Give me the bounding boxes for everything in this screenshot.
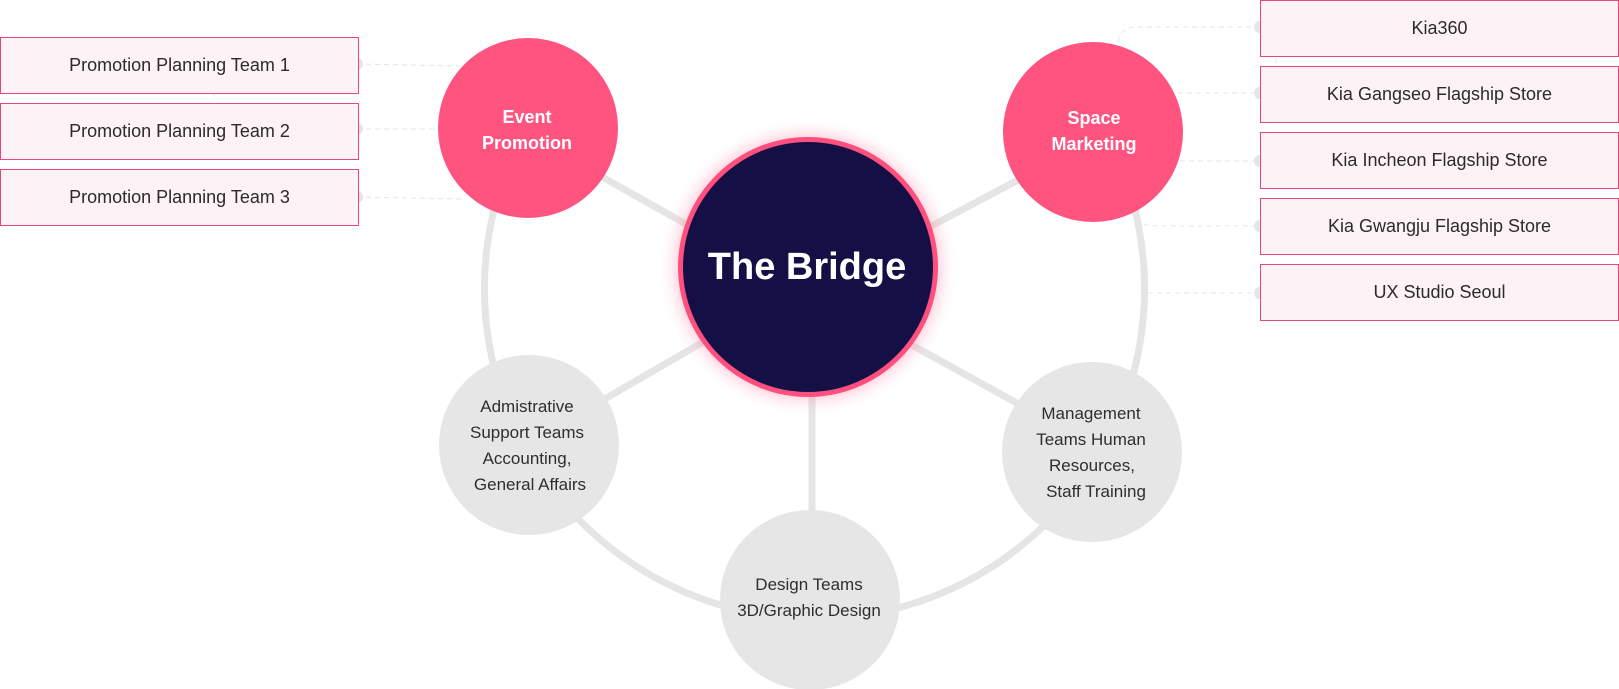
administrative-label: Admistrative Support Teams Accounting, G… — [470, 397, 586, 494]
svg-text:Teams Human: Teams Human — [1036, 430, 1146, 449]
svg-text:Management: Management — [1041, 404, 1141, 423]
label-promotion-planning-team-3: Promotion Planning Team 3 — [0, 169, 359, 226]
spoke-management — [906, 340, 1019, 406]
node-space-marketing — [1003, 42, 1183, 222]
label-promotion-planning-team-2: Promotion Planning Team 2 — [0, 103, 359, 160]
spoke-space-marketing — [916, 174, 1026, 236]
center-node-inner — [683, 142, 933, 392]
right-connectors — [1117, 26, 1277, 294]
design-label: Design Teams 3D/Graphic Design — [737, 575, 881, 620]
svg-text:Resources,: Resources, — [1049, 456, 1135, 475]
center-title: The Bridge — [708, 246, 906, 288]
svg-text:General Affairs: General Affairs — [474, 475, 586, 494]
svg-text:Space: Space — [1067, 108, 1120, 128]
label-kia-gwangju: Kia Gwangju Flagship Store — [1260, 198, 1619, 255]
space-marketing-label: Space Marketing — [1051, 108, 1136, 154]
event-promotion-label: Event Promotion — [482, 107, 572, 153]
label-kia-gangseo: Kia Gangseo Flagship Store — [1260, 66, 1619, 123]
node-administrative — [439, 355, 619, 535]
svg-text:Event: Event — [502, 107, 551, 127]
svg-text:Accounting,: Accounting, — [483, 449, 572, 468]
svg-text:Promotion: Promotion — [482, 133, 572, 153]
svg-text:Support Teams: Support Teams — [470, 423, 584, 442]
label-promotion-planning-team-1: Promotion Planning Team 1 — [0, 37, 359, 94]
node-event-promotion — [438, 38, 618, 218]
svg-text:Marketing: Marketing — [1051, 134, 1136, 154]
node-design — [720, 510, 900, 689]
svg-text:3D/Graphic Design: 3D/Graphic Design — [737, 601, 881, 620]
svg-text:Staff Training: Staff Training — [1046, 482, 1146, 501]
svg-text:Admistrative: Admistrative — [480, 397, 574, 416]
spokes — [599, 174, 1026, 514]
management-label: Management Teams Human Resources, Staff … — [1036, 404, 1146, 501]
node-management — [1002, 362, 1182, 542]
label-ux-studio-seoul: UX Studio Seoul — [1260, 264, 1619, 321]
label-kia-incheon: Kia Incheon Flagship Store — [1260, 132, 1619, 189]
svg-text:Design Teams: Design Teams — [755, 575, 862, 594]
label-kia360: Kia360 — [1260, 0, 1619, 57]
spoke-administrative — [599, 334, 714, 404]
